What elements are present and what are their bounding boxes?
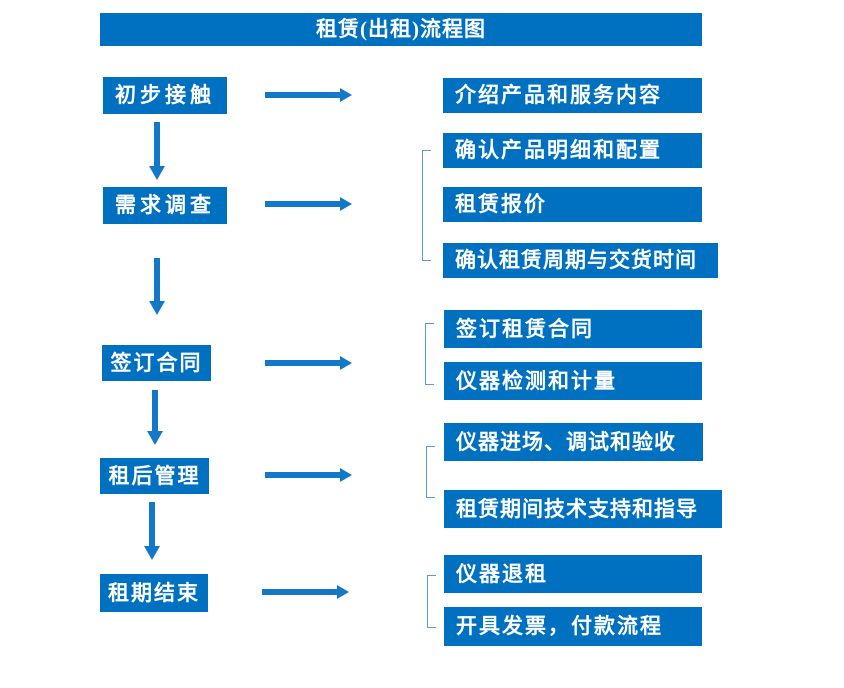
step-rental-end: 租期结束	[100, 574, 208, 612]
step-post-rental-management: 租后管理	[100, 458, 209, 494]
output-sign-rental-contract: 签订租赁合同	[444, 310, 702, 348]
arrow-down-icon-3	[147, 390, 163, 445]
output-rental-quote: 租赁报价	[443, 187, 702, 222]
output-confirm-product-details: 确认产品明细和配置	[443, 133, 702, 168]
arrow-right-icon-5	[262, 585, 349, 599]
arrow-right-icon-3	[265, 356, 352, 370]
step-demand-survey: 需求调查	[103, 187, 227, 224]
flowchart-title: 租赁(出租)流程图	[100, 13, 702, 46]
output-confirm-rental-period: 确认租赁周期与交货时间	[443, 243, 718, 278]
step-initial-contact: 初步接触	[103, 77, 227, 114]
arrow-right-icon-4	[265, 468, 352, 482]
output-instrument-testing: 仪器检测和计量	[444, 362, 702, 400]
bracket-group-rental-end	[427, 575, 436, 628]
arrow-down-icon-4	[144, 502, 160, 560]
bracket-group-sign-contract	[425, 323, 434, 385]
output-tech-support-guidance: 租赁期间技术支持和指导	[444, 490, 722, 528]
output-invoice-payment: 开具发票，付款流程	[444, 607, 702, 646]
bracket-group-demand-survey	[422, 150, 431, 261]
output-instrument-setup-acceptance: 仪器进场、调试和验收	[444, 423, 703, 461]
output-instrument-return: 仪器退租	[444, 555, 702, 593]
arrow-right-icon-2	[265, 197, 352, 211]
bracket-group-post-rental	[426, 446, 435, 498]
output-introduce-products: 介绍产品和服务内容	[443, 78, 702, 113]
arrow-down-icon-1	[149, 122, 165, 180]
step-sign-contract: 签订合同	[102, 345, 211, 381]
arrow-right-icon-1	[265, 88, 352, 102]
arrow-down-icon-2	[149, 258, 165, 315]
